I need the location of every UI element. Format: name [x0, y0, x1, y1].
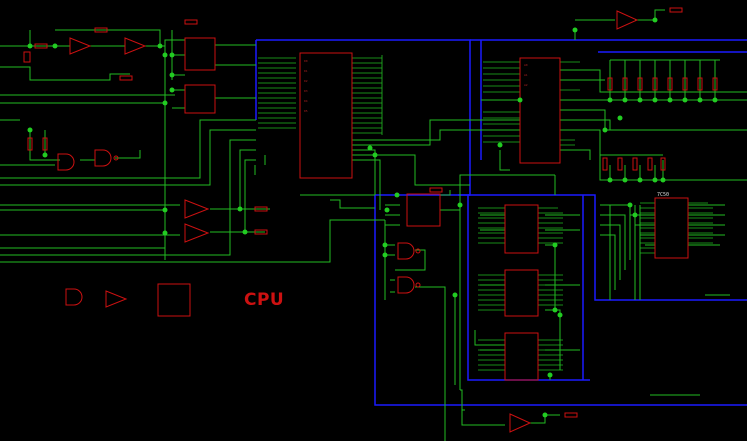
ic-decoder: [406, 193, 441, 227]
buffer-6: [509, 413, 532, 433]
buffer-3: [184, 199, 210, 219]
buffer-2: [124, 37, 147, 55]
buffer-4: [184, 223, 210, 243]
buffer-legend: [105, 290, 128, 308]
gate-legend: [65, 288, 83, 306]
ic-memory-1: [504, 204, 539, 254]
gate-4: [397, 276, 415, 294]
ic-memory-2: [504, 269, 539, 317]
ic-memory-3: [504, 332, 539, 381]
components: [23, 7, 718, 433]
svg-text:D5: D5: [304, 109, 308, 113]
svg-text:A2: A2: [524, 83, 528, 87]
ic-latch-2: [184, 84, 216, 114]
svg-text:D2: D2: [304, 79, 308, 83]
svg-text:A0: A0: [524, 63, 528, 67]
svg-text:D3: D3: [304, 89, 308, 93]
buffer-5: [616, 10, 639, 30]
schematic-title: CPU: [244, 290, 285, 310]
svg-text:A1: A1: [524, 73, 528, 77]
svg-text:D4: D4: [304, 99, 308, 103]
pin-stubs: [258, 55, 713, 371]
svg-text:D0: D0: [304, 59, 308, 63]
ic-legend: [157, 283, 191, 317]
bus-lines: [255, 39, 747, 406]
ic-main-cpu: [299, 52, 353, 179]
buffer-1: [69, 37, 92, 55]
junction-dots: [27, 17, 718, 418]
gate-2: [94, 149, 112, 167]
wires: [0, 9, 747, 441]
gate-1: [57, 153, 75, 171]
ic-top-right: [519, 57, 561, 164]
ic-latch-1: [184, 37, 216, 71]
ic-7c50: [654, 197, 689, 259]
gate-3: [397, 242, 415, 260]
svg-text:D1: D1: [304, 69, 308, 73]
chip-label: 7C50: [657, 192, 670, 198]
